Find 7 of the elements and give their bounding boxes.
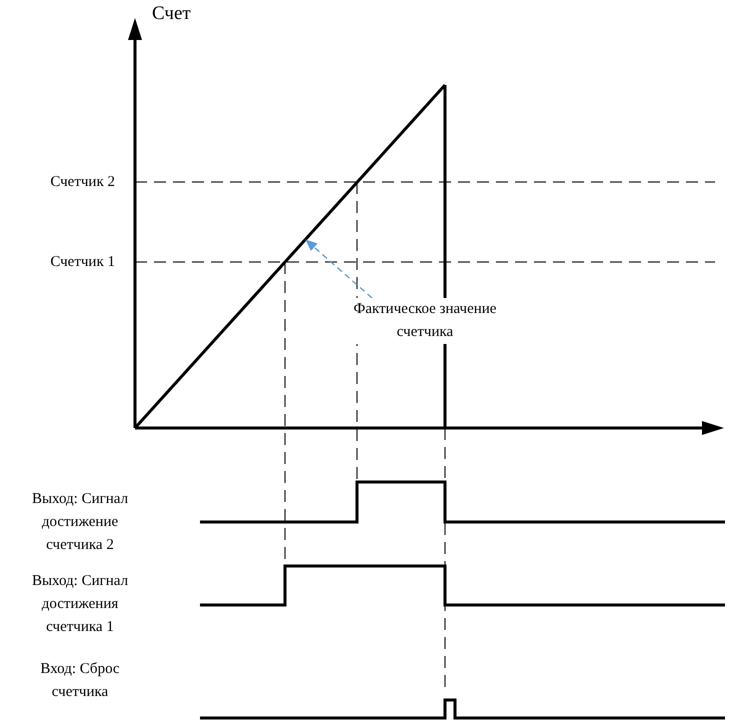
threshold-label: Счетчик 1: [49, 253, 115, 272]
signal-label: Выход: Сигнал достижение счетчика 2: [30, 490, 130, 555]
threshold-label: Счетчик 2: [49, 173, 115, 192]
axis-label: Счет: [152, 2, 192, 25]
signal-label: Выход: Сигнал достижения счетчика 1: [30, 572, 130, 637]
leader-line: [305, 239, 372, 298]
signal-label: Вход: Сброс счетчика: [39, 660, 121, 702]
